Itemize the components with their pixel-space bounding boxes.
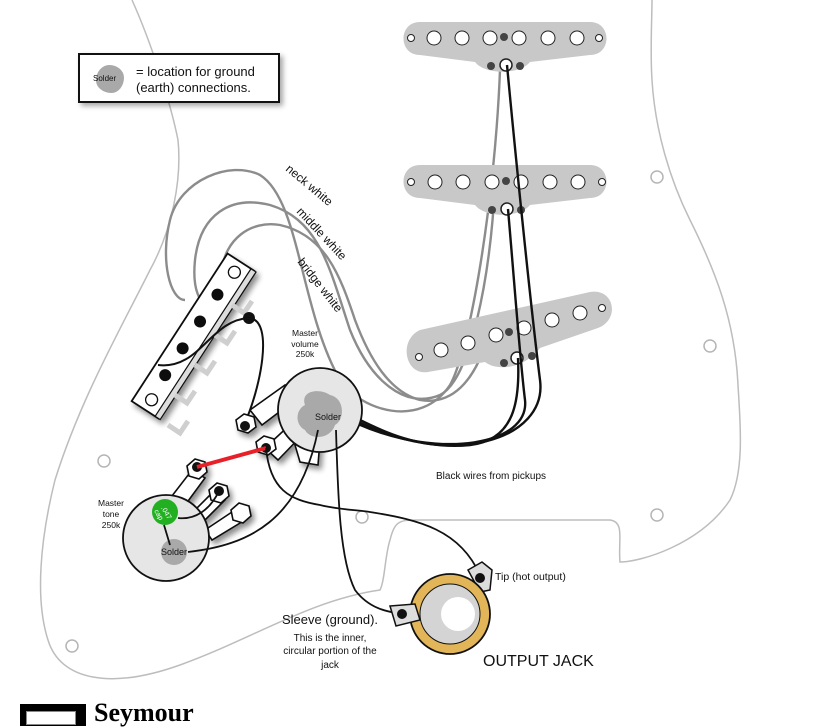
cap-ground-wire [163,524,171,546]
output-jack [389,561,493,655]
tip-label: Tip (hot output) [495,571,566,583]
bridge-pickup [406,291,612,373]
tone-ground-wire [187,429,319,553]
svg-text:Master: Master [98,498,124,508]
pickguard-outline [39,0,742,680]
svg-text:250k: 250k [296,349,315,359]
volume-solder-label: Solder [315,412,341,422]
tone-cap [152,499,178,525]
ground-wire [335,429,403,615]
jack-labels: Tip (hot output) Sleeve (ground). This i… [282,571,594,671]
middle-pickup [403,165,607,216]
screw-hole [650,508,664,522]
volume-pot [235,367,363,466]
neck-pickup [403,22,607,72]
volume-out-wire [265,447,481,576]
sleeve-label: Sleeve (ground). [282,612,378,627]
svg-text:volume: volume [291,339,319,349]
red-jumper-wire [196,446,267,469]
legend-text: = location for ground (earth) connection… [136,64,255,95]
volume-labels: Master volume 250k Solder [291,328,341,422]
brand-logo-icon [20,704,86,726]
svg-text:tone: tone [103,509,120,519]
switch-jumper-wire [157,316,265,426]
tip-terminal [475,573,485,583]
switch-lugs [166,299,255,437]
tone-solder-label: Solder [161,547,187,557]
black-wires [354,64,542,447]
svg-text:jack: jack [320,660,340,671]
legend-box: Solder = location for ground (earth) con… [78,53,280,103]
solder-blob [161,539,187,565]
tone-pot [122,458,252,582]
tone-lug [230,502,252,524]
cap-wire [177,490,220,520]
svg-text:circular portion of the: circular portion of the [283,646,377,657]
solder-blob [297,391,342,437]
screw-hole [703,339,717,353]
bridge-white-wire [220,223,492,402]
bridge-white-label: bridge white [295,255,346,315]
svg-text:This is the inner,: This is the inner, [294,633,367,644]
legend-blob-label: Solder [93,74,117,83]
solder-blob-icon: Solder [93,65,124,93]
screw-hole [97,454,111,468]
brand-name: Seymour [94,698,194,727]
bridge-black-wire [359,357,520,447]
svg-text:Master: Master [292,328,318,338]
neck-white-label: neck white [283,162,336,209]
screw-hole [65,639,79,653]
sleeve-terminal [397,609,407,619]
cap-label: cap [152,509,164,522]
screw-hole [650,170,664,184]
output-jack-title: OUTPUT JACK [483,653,594,670]
screw-hole [355,510,369,524]
svg-text:250k: 250k [102,520,121,530]
black-wires-label: Black wires from pickups [436,471,546,482]
